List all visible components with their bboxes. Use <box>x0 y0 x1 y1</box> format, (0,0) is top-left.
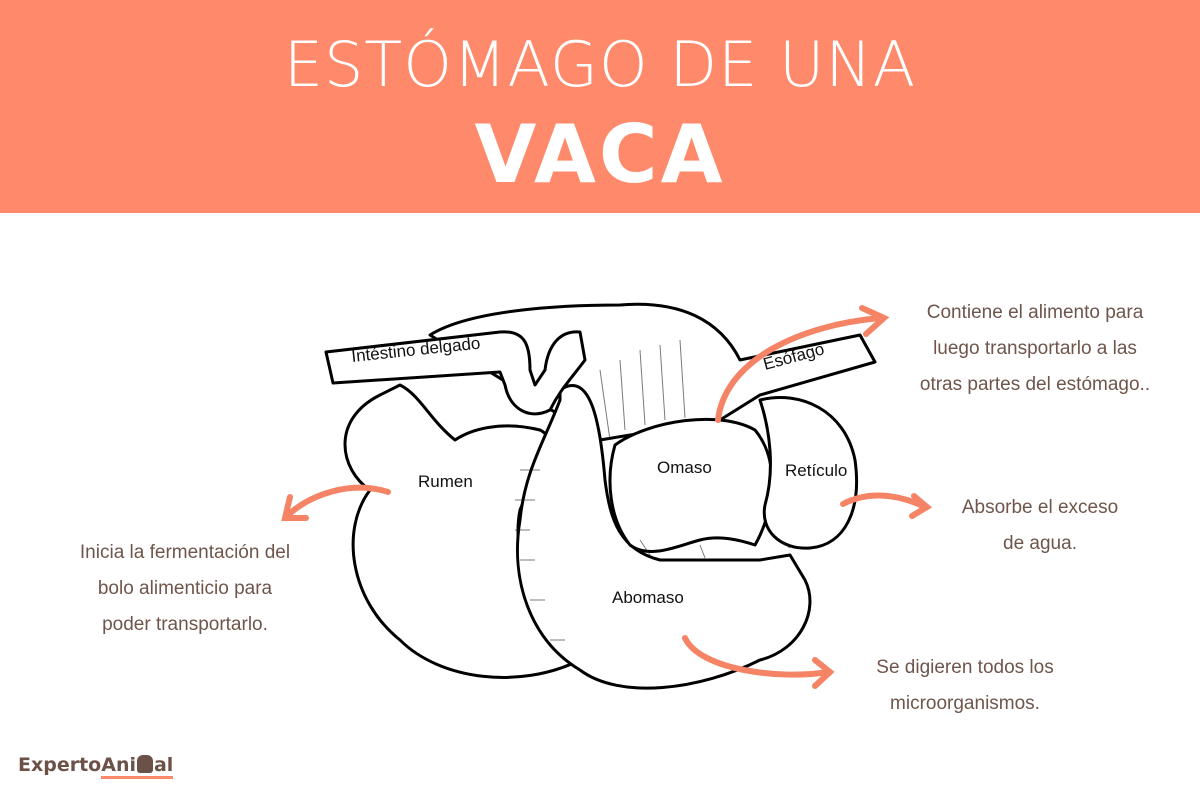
label-reticulo: Retículo <box>785 461 847 480</box>
arrow-esofago <box>715 305 890 423</box>
note-line: Absorbe el exceso <box>961 497 1119 518</box>
intestine-shape <box>324 330 587 416</box>
hatching <box>515 339 791 641</box>
arrow-abomaso <box>682 635 835 689</box>
note-line: luego transportarlo a las <box>933 338 1137 359</box>
label-omaso: Omaso <box>657 458 712 477</box>
label-abomaso: Abomaso <box>612 588 684 607</box>
cat-icon <box>136 755 153 773</box>
logo-text: Experto <box>18 754 102 776</box>
note-line: Inicia la fermentación del <box>79 542 291 563</box>
note-reticulo: Absorbe el exceso de agua. <box>920 490 1160 562</box>
omaso-shape <box>608 417 774 553</box>
note-line: microorganismos. <box>890 693 1040 714</box>
title-banner: ESTÓMAGO DE UNA VACA <box>0 0 1200 213</box>
note-line: Se digieren todos los <box>876 657 1054 678</box>
label-rumen: Rumen <box>418 472 473 491</box>
note-line: Contiene el alimento para <box>926 302 1144 323</box>
note-line: de agua. <box>1003 533 1077 554</box>
title-line-2: VACA <box>474 108 726 201</box>
arrow-rumen <box>281 484 391 521</box>
note-rumen: Inicia la fermentación del bolo alimenti… <box>35 535 335 643</box>
stomach-top <box>428 302 877 442</box>
abomaso-shape <box>516 384 812 690</box>
note-line: poder transportarlo. <box>102 614 268 635</box>
note-line: otras partes del estómago.. <box>919 374 1151 395</box>
reticulo-shape <box>758 396 859 550</box>
logo-text: Ani <box>101 754 136 776</box>
title-line-1: ESTÓMAGO DE UNA <box>283 28 917 101</box>
note-esofago: Contiene el alimento para luego transpor… <box>880 295 1190 403</box>
arrow-reticulo <box>840 492 933 519</box>
logo-text: al <box>153 754 174 776</box>
note-abomaso: Se digieren todos los microorganismos. <box>830 650 1100 722</box>
note-line: bolo alimenticio para <box>97 578 273 599</box>
